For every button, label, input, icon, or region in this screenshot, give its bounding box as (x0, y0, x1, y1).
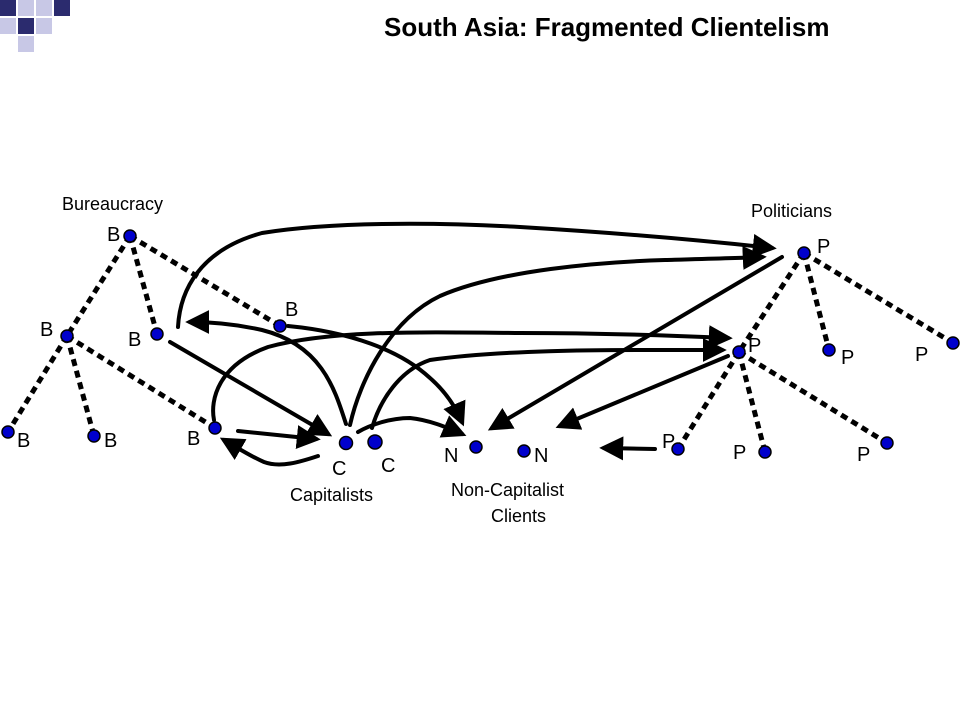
node-b-top (123, 229, 137, 243)
node-p-r2 (946, 336, 960, 350)
node-label-b-lr: B (104, 430, 117, 452)
node-b-low (208, 421, 222, 435)
label-capitalists: Capitalists (290, 485, 373, 505)
arrow-c-to-ptop (348, 245, 767, 427)
node-p-low (671, 442, 685, 456)
arrow-blow-to-pmid (211, 325, 733, 422)
edge-bleft-bll (5, 334, 70, 434)
nodes (1, 229, 960, 459)
node-label-b-ll: B (17, 430, 30, 452)
arrow-plow-to-n (599, 436, 657, 461)
node-n2 (517, 444, 531, 458)
arrow-ptop-to-n (487, 255, 784, 431)
edge-pmid-pbot2 (737, 349, 889, 446)
node-label-b-mid: B (128, 329, 141, 351)
node-label-b-top: B (107, 224, 120, 246)
node-label-b-right: B (285, 299, 298, 321)
label-noncapitalist-line1: Non-Capitalist (451, 480, 564, 500)
deco-square-5 (0, 18, 16, 34)
node-b-lr (87, 429, 101, 443)
arrow-blow-to-c (236, 425, 321, 449)
node-label-c2: C (381, 455, 395, 477)
deco-square-1 (0, 0, 16, 16)
deco-square-8 (18, 36, 34, 52)
edge-btop-bleft (64, 234, 133, 338)
edge-ptop-pr2 (802, 250, 955, 346)
node-n1 (469, 440, 483, 454)
arrow-c-to-bmid (185, 310, 348, 426)
node-p-top (797, 246, 811, 260)
node-label-p-bot: P (733, 442, 746, 464)
node-label-p-r1: P (841, 347, 854, 369)
edge-btop-bmid (127, 235, 160, 335)
slide-title: South Asia: Fragmented Clientelism (384, 12, 830, 42)
arrow-pmid-to-n (555, 354, 730, 430)
arrow-c-to-n (356, 415, 467, 438)
edge-bleft-blow (65, 333, 217, 431)
arrow-bmid-to-c (168, 340, 333, 437)
node-b-mid (150, 327, 164, 341)
node-label-n2: N (534, 445, 548, 467)
node-p-bot2 (880, 436, 894, 450)
node-b-right (273, 319, 287, 333)
node-b-left (60, 329, 74, 343)
node-label-p-top: P (817, 236, 830, 258)
arrow-c-to-pmid (370, 338, 727, 430)
deco-square-3 (36, 0, 52, 16)
node-label-p-bot2: P (857, 444, 870, 466)
edge-ptop-pmid (736, 251, 807, 354)
node-label-p-mid: P (748, 335, 761, 357)
arrows (168, 221, 784, 467)
arrow-bmid-to-ptop (176, 221, 777, 329)
node-p-mid (732, 345, 746, 359)
hierarchy-lines (5, 233, 955, 453)
edge-ptop-pr1 (801, 252, 832, 351)
label-bureaucracy: Bureaucracy (62, 194, 163, 214)
label-noncapitalist-line2: Clients (491, 506, 546, 526)
corner-squares-decoration (0, 0, 70, 52)
node-label-b-low: B (187, 428, 200, 450)
node-p-bot (758, 445, 772, 459)
node-label-n1: N (444, 445, 458, 467)
arrow-c-to-blow (219, 437, 320, 467)
deco-square-6 (18, 18, 34, 34)
node-label-p-r2: P (915, 344, 928, 366)
node-p-r1 (822, 343, 836, 357)
label-politicians: Politicians (751, 201, 832, 221)
deco-square-4 (54, 0, 70, 16)
node-label-p-low: P (662, 431, 675, 453)
node-b-ll (1, 425, 15, 439)
edge-pmid-pbot (736, 351, 768, 453)
edge-pmid-plow (675, 350, 742, 451)
edge-bleft-blr (64, 335, 97, 437)
node-label-b-left: B (40, 319, 53, 341)
node-c2 (367, 434, 383, 450)
arrow-bright-to-n (286, 324, 466, 427)
deco-square-2 (18, 0, 34, 16)
edge-btop-bright (128, 233, 282, 329)
deco-square-7 (36, 18, 52, 34)
node-c1 (338, 435, 354, 451)
node-label-c1: C (332, 458, 346, 480)
